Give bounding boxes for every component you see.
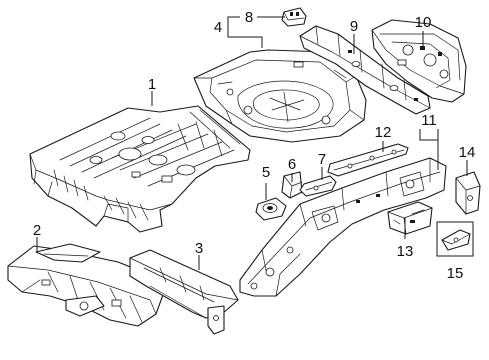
callout-4: 4 xyxy=(214,19,222,36)
callout-12: 12 xyxy=(375,124,392,141)
callout-2: 2 xyxy=(33,222,41,239)
part-2-front-crossmember xyxy=(7,243,165,327)
callout-3: 3 xyxy=(195,240,203,257)
leader-lines xyxy=(36,16,468,270)
part-4-rear-floor-pan xyxy=(193,49,367,143)
callout-5: 5 xyxy=(262,164,270,181)
part-5-bushing xyxy=(255,197,287,221)
callout-7: 7 xyxy=(318,151,326,168)
part-10-rear-panel xyxy=(371,19,467,103)
part-11-rear-side-member xyxy=(239,157,447,297)
part-6-gusset xyxy=(281,171,303,199)
callout-6: 6 xyxy=(288,156,296,173)
part-3-floor-rail xyxy=(129,249,239,335)
callout-15: 15 xyxy=(447,265,464,282)
callout-1: 1 xyxy=(148,76,156,93)
part-15-clip xyxy=(436,221,474,257)
callout-8: 8 xyxy=(245,9,253,26)
part-1-front-floor-pan xyxy=(29,105,251,233)
part-7-bracket xyxy=(299,175,337,197)
callout-14: 14 xyxy=(459,144,476,161)
callout-11: 11 xyxy=(421,112,437,129)
part-14-corner-bracket xyxy=(455,171,481,215)
callout-13: 13 xyxy=(397,243,414,260)
callout-labels: 1 2 3 4 5 6 7 8 9 10 11 12 13 14 15 xyxy=(33,9,476,282)
callout-9: 9 xyxy=(350,18,358,35)
callout-10: 10 xyxy=(415,14,432,31)
part-8-bracket xyxy=(281,7,307,27)
part-12-rail-reinforcement xyxy=(327,143,409,177)
part-9-rear-crossmember xyxy=(299,25,431,115)
part-13-mount-bracket xyxy=(387,201,433,235)
